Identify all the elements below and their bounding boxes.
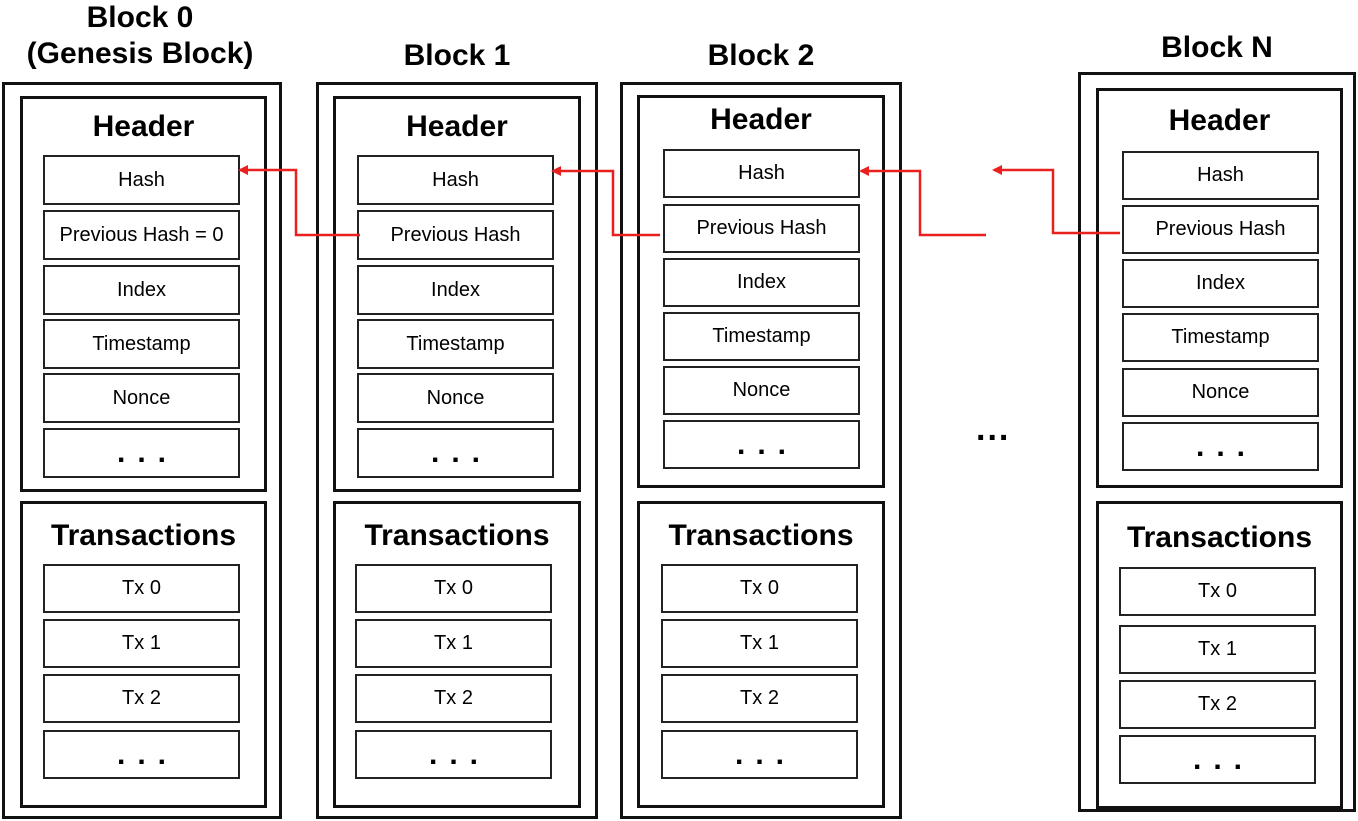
block-1-header-more-field: ... <box>357 428 554 478</box>
block-2-tx-2: Tx 2 <box>661 674 858 723</box>
block-1-tx-more-dots: ... <box>428 737 490 771</box>
block-1-title-line1: Block 1 <box>403 39 511 72</box>
block-1-index-field: Index <box>357 265 554 315</box>
block-2-header-title: Header <box>710 103 812 136</box>
block-0-transactions-section: Transactions Tx 0 Tx 1 Tx 2 ... <box>20 501 267 808</box>
block-n-container: Header Hash Previous Hash Index Timestam… <box>1078 72 1356 812</box>
block-2-header-more-field: ... <box>663 420 860 469</box>
block-2-index-field: Index <box>663 258 860 307</box>
block-1-header-title: Header <box>406 110 508 143</box>
block-0-nonce-field: Nonce <box>43 373 240 423</box>
block-n-tx-2: Tx 2 <box>1119 680 1316 729</box>
block-n-nonce-field: Nonce <box>1122 368 1319 417</box>
block-1-hash-field: Hash <box>357 155 554 205</box>
block-2-hash-field: Hash <box>663 149 860 198</box>
block-1-title: Block 1 <box>316 38 598 74</box>
block-1-transactions-section: Transactions Tx 0 Tx 1 Tx 2 ... <box>333 501 581 808</box>
block-0-tx-more-dots: ... <box>116 737 178 771</box>
block-n-tx-more-dots: ... <box>1192 742 1254 776</box>
block-n-header-section: Header Hash Previous Hash Index Timestam… <box>1096 88 1343 488</box>
block-0-timestamp-field: Timestamp <box>43 319 240 369</box>
block-1-timestamp-field: Timestamp <box>357 319 554 369</box>
block-2-nonce-field: Nonce <box>663 366 860 415</box>
block-n-tx-1: Tx 1 <box>1119 625 1316 674</box>
block-2-previous-hash-field: Previous Hash <box>663 204 860 253</box>
block-n-header-title: Header <box>1168 104 1271 137</box>
block-n-timestamp-field: Timestamp <box>1122 313 1319 362</box>
between-blocks-ellipsis: ... <box>976 410 1011 448</box>
block-1-tx-2: Tx 2 <box>355 674 552 723</box>
block-2-tx-0: Tx 0 <box>661 564 858 613</box>
block-2-header-more-dots: ... <box>736 427 798 461</box>
block-0-transactions-title: Transactions <box>50 519 237 552</box>
block-2-timestamp-field: Timestamp <box>663 312 860 361</box>
block-2-tx-more-dots: ... <box>734 737 796 771</box>
block-n-tx-0: Tx 0 <box>1119 567 1316 616</box>
block-1-tx-0: Tx 0 <box>355 564 552 613</box>
block-0-hash-field: Hash <box>43 155 240 205</box>
block-0-title-line2: (Genesis Block) <box>26 37 254 70</box>
block-2-title: Block 2 <box>620 38 902 74</box>
block-1-header-section: Header Hash Previous Hash Index Timestam… <box>333 96 581 492</box>
block-n-header-more-field: ... <box>1122 422 1319 471</box>
block-n-tx-more: ... <box>1119 735 1316 784</box>
block-2-header-section: Header Hash Previous Hash Index Timestam… <box>637 95 885 488</box>
block-n-transactions-section: Transactions Tx 0 Tx 1 Tx 2 ... <box>1096 501 1343 809</box>
block-n-header-more-dots: ... <box>1195 429 1257 463</box>
block-0-header-title: Header <box>92 110 195 143</box>
block-2-title-line1: Block 2 <box>707 39 815 72</box>
block-0-header-section: Header Hash Previous Hash = 0 Index Time… <box>20 96 267 492</box>
block-2-container: Header Hash Previous Hash Index Timestam… <box>620 82 902 819</box>
block-2-transactions-section: Transactions Tx 0 Tx 1 Tx 2 ... <box>637 501 885 808</box>
block-0-tx-2: Tx 2 <box>43 674 240 723</box>
block-n-index-field: Index <box>1122 259 1319 308</box>
block-1-transactions-title: Transactions <box>364 519 550 552</box>
block-0-title-line1: Block 0 <box>86 1 194 34</box>
block-0-header-more-dots: ... <box>116 436 178 469</box>
block-1-nonce-field: Nonce <box>357 373 554 423</box>
block-n-previous-hash-field: Previous Hash <box>1122 205 1319 254</box>
block-1-previous-hash-field: Previous Hash <box>357 210 554 260</box>
block-0-tx-more: ... <box>43 730 240 779</box>
block-n-transactions-title: Transactions <box>1126 521 1313 554</box>
block-n-hash-field: Hash <box>1122 151 1319 200</box>
block-1-container: Header Hash Previous Hash Index Timestam… <box>316 82 598 819</box>
block-0-index-field: Index <box>43 265 240 315</box>
block-1-tx-more: ... <box>355 730 552 779</box>
block-0-previous-hash-field: Previous Hash = 0 <box>43 210 240 260</box>
block-1-header-more-dots: ... <box>430 436 492 469</box>
block-2-transactions-title: Transactions <box>668 519 854 552</box>
block-1-tx-1: Tx 1 <box>355 619 552 668</box>
block-0-header-more-field: ... <box>43 428 240 478</box>
block-0-tx-1: Tx 1 <box>43 619 240 668</box>
block-n-title-line1: Block N <box>1161 31 1273 64</box>
block-0-tx-0: Tx 0 <box>43 564 240 613</box>
block-2-tx-1: Tx 1 <box>661 619 858 668</box>
block-0-container: Header Hash Previous Hash = 0 Index Time… <box>2 82 282 819</box>
block-0-title: Block 0 (Genesis Block) <box>0 0 280 72</box>
block-n-title: Block N <box>1078 30 1356 66</box>
block-2-tx-more: ... <box>661 730 858 779</box>
